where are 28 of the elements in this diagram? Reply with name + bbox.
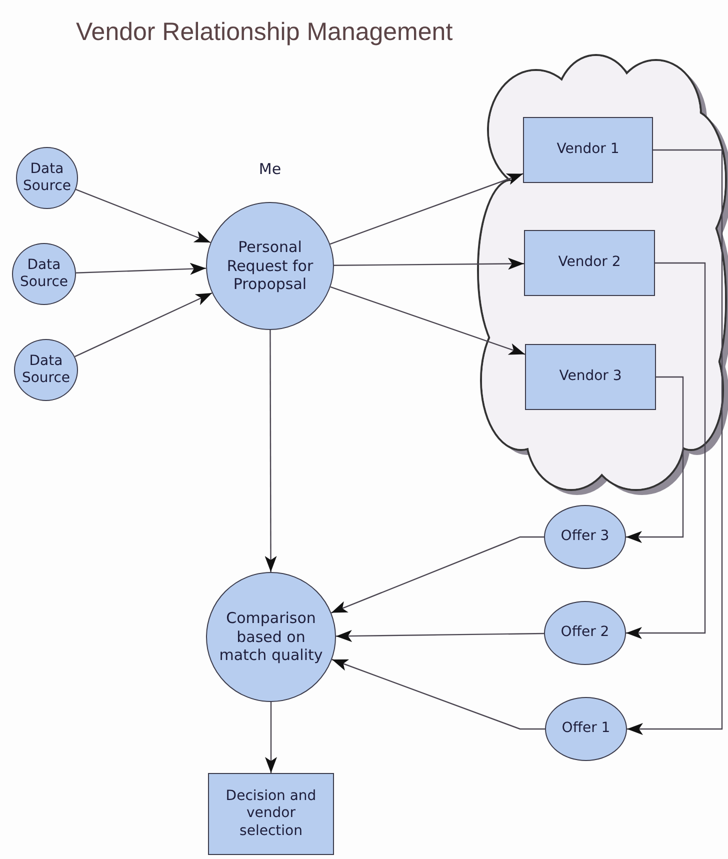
arrow [76,262,206,275]
ellipse-node: Offer 3 [544,505,626,569]
process-circle: Personal Request for Propopsal [206,202,334,330]
process-circle: Data Source [16,147,78,209]
arrow [332,658,545,730]
arrow [265,702,277,773]
ellipse-node: Data Source [12,243,76,305]
arrow [330,286,526,355]
ellipse-node: Offer 2 [544,601,626,665]
node-caption: Me [258,159,282,180]
arrow [264,330,277,572]
arrow [626,376,684,543]
process-circle: Comparison based on match quality [206,572,336,702]
arrow [74,292,212,358]
arrow [627,149,723,735]
arrow [330,173,524,245]
process-box: Vendor 1 [523,117,653,183]
ellipse-node: Data Source [14,339,78,401]
arrow [76,188,211,244]
process-box: Vendor 3 [525,344,656,410]
arrow [336,630,544,642]
diagram-title: Vendor Relationship Management [76,17,453,48]
ellipse-node: Offer 1 [545,697,627,761]
arrow [334,258,524,270]
process-box: Decision and vendor selection [208,773,334,855]
arrow [626,262,706,639]
process-box: Vendor 2 [524,230,655,296]
arrow [331,536,544,614]
